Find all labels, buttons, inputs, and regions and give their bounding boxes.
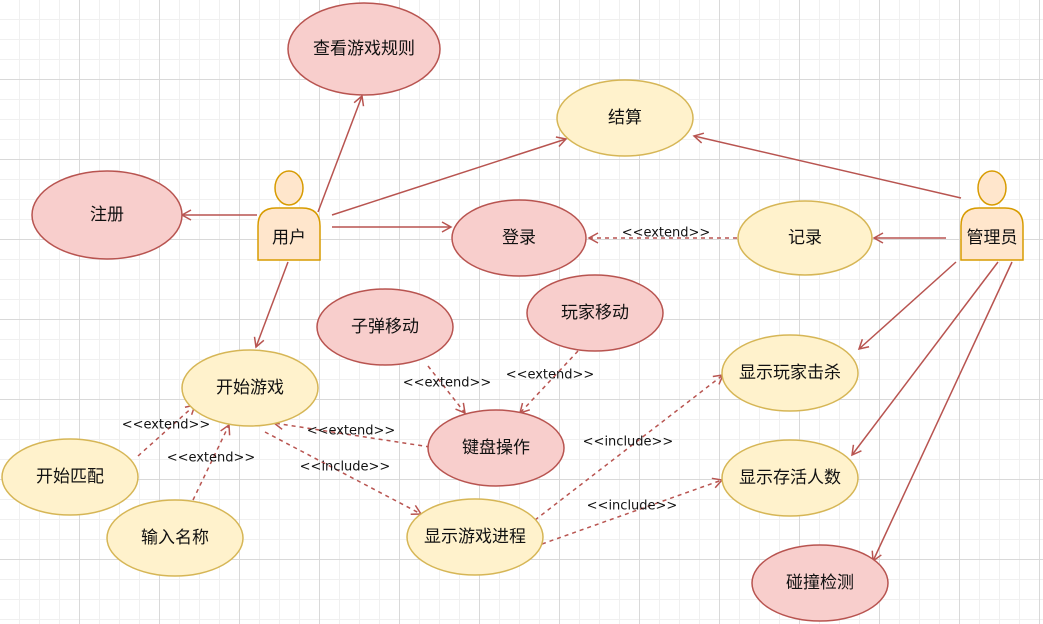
edge-label-player_move-keyboard: <<extend>> bbox=[506, 368, 595, 383]
edge-label-start_match-start_game: <<extend>> bbox=[122, 418, 211, 433]
use-case-shape bbox=[737, 200, 873, 276]
edge-label-show_progress-show_kills: <<include>> bbox=[583, 435, 674, 450]
use-case-shape bbox=[451, 199, 587, 277]
edge-bullet_move-keyboard bbox=[427, 365, 466, 415]
actor-user[interactable]: 用户 bbox=[257, 170, 321, 261]
use-case-shape bbox=[751, 544, 889, 622]
actor-head-icon bbox=[977, 170, 1007, 206]
use-case-show-kills[interactable]: 显示玩家击杀 bbox=[721, 334, 859, 412]
use-case-label: 显示游戏进程 bbox=[424, 527, 526, 547]
edge-player_move-keyboard bbox=[518, 350, 579, 415]
use-case-shape bbox=[1, 438, 139, 516]
edge-label-start_game-show_progress: <<include>> bbox=[300, 460, 391, 475]
edge-label-enter_name-start_game: <<extend>> bbox=[167, 451, 256, 466]
edge-user-start_game bbox=[253, 261, 289, 349]
use-case-enter-name[interactable]: 输入名称 bbox=[106, 499, 244, 577]
use-case-start-match[interactable]: 开始匹配 bbox=[1, 438, 139, 516]
edge-enter_name-start_game bbox=[192, 423, 231, 501]
use-case-collision[interactable]: 碰撞检测 bbox=[751, 544, 889, 622]
use-case-shape bbox=[406, 498, 544, 576]
use-case-shape bbox=[526, 274, 664, 352]
use-case-shape bbox=[316, 288, 454, 366]
edge-keyboard-start_game bbox=[272, 418, 431, 448]
use-case-label: 结算 bbox=[608, 108, 642, 128]
use-case-shape bbox=[427, 409, 565, 487]
actor-admin[interactable]: 管理员 bbox=[960, 170, 1024, 261]
use-case-label: 显示存活人数 bbox=[739, 468, 841, 488]
use-case-start-game[interactable]: 开始游戏 bbox=[181, 349, 319, 427]
use-case-label: 输入名称 bbox=[141, 528, 209, 548]
use-case-shape bbox=[31, 170, 183, 260]
edge-admin-collision bbox=[871, 261, 1013, 563]
actor-body-icon bbox=[960, 207, 1024, 261]
use-case-record[interactable]: 记录 bbox=[737, 200, 873, 276]
actor-head-icon bbox=[274, 170, 304, 206]
use-case-shape bbox=[721, 334, 859, 412]
use-case-label: 碰撞检测 bbox=[786, 573, 854, 593]
edge-user-settle bbox=[331, 136, 568, 216]
use-case-label: 键盘操作 bbox=[462, 438, 530, 458]
use-case-register[interactable]: 注册 bbox=[31, 170, 183, 260]
use-case-view-rules[interactable]: 查看游戏规则 bbox=[287, 2, 441, 96]
use-case-label: 开始匹配 bbox=[36, 467, 104, 487]
use-case-settle[interactable]: 结算 bbox=[556, 79, 694, 157]
edge-admin-show_kills bbox=[857, 261, 957, 351]
edge-user-view_rules bbox=[317, 94, 365, 213]
use-case-show-progress[interactable]: 显示游戏进程 bbox=[406, 498, 544, 576]
use-case-shape bbox=[106, 499, 244, 577]
edge-label-keyboard-start_game: <<extend>> bbox=[307, 424, 396, 439]
edge-start_game-show_progress bbox=[264, 431, 423, 515]
use-case-player-move[interactable]: 玩家移动 bbox=[526, 274, 664, 352]
use-case-label: 子弹移动 bbox=[351, 317, 419, 337]
use-case-label: 登录 bbox=[502, 228, 536, 248]
use-case-keyboard[interactable]: 键盘操作 bbox=[427, 409, 565, 487]
use-case-label: 查看游戏规则 bbox=[313, 39, 415, 59]
use-case-shape bbox=[556, 79, 694, 157]
use-case-login[interactable]: 登录 bbox=[451, 199, 587, 277]
actor-label: 管理员 bbox=[967, 228, 1018, 248]
use-case-shape bbox=[287, 2, 441, 96]
edge-admin-settle bbox=[692, 132, 962, 199]
edge-label-record-login: <<extend>> bbox=[622, 226, 711, 241]
use-case-shape bbox=[721, 439, 859, 517]
use-case-label: 玩家移动 bbox=[561, 303, 629, 323]
use-case-shape bbox=[181, 349, 319, 427]
use-case-label: 显示玩家击杀 bbox=[739, 363, 841, 383]
edge-admin-show_alive bbox=[851, 261, 999, 457]
use-case-show-alive[interactable]: 显示存活人数 bbox=[721, 439, 859, 517]
use-case-bullet-move[interactable]: 子弹移动 bbox=[316, 288, 454, 366]
actor-body-icon bbox=[257, 207, 321, 261]
use-case-label: 开始游戏 bbox=[216, 378, 284, 398]
edge-label-bullet_move-keyboard: <<extend>> bbox=[403, 376, 492, 391]
use-case-label: 记录 bbox=[788, 228, 822, 248]
actor-label: 用户 bbox=[272, 228, 306, 248]
edge-label-show_progress-show_alive: <<include>> bbox=[587, 499, 678, 514]
use-case-label: 注册 bbox=[90, 205, 124, 225]
